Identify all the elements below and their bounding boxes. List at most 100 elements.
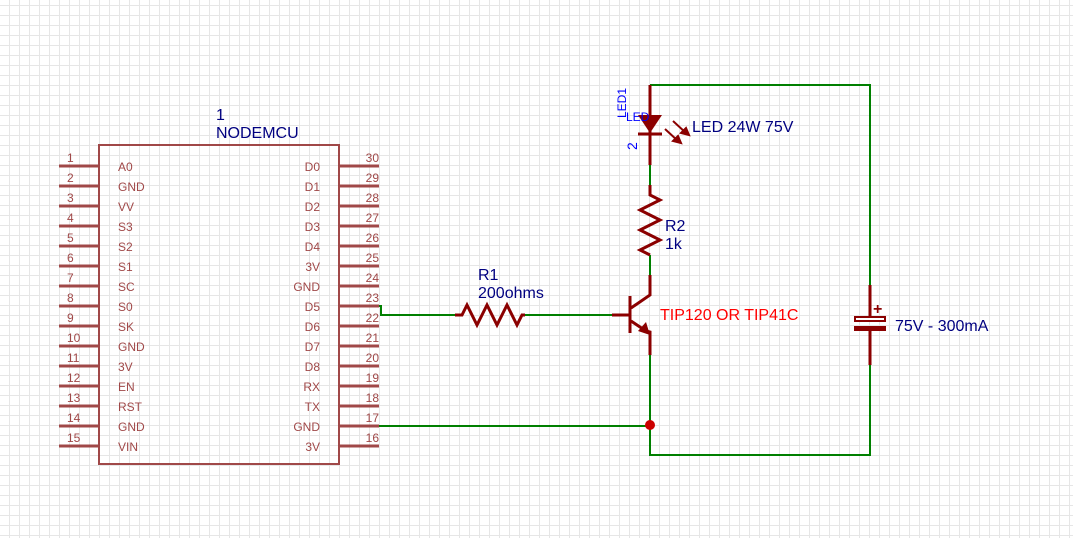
- pin-label: RST: [118, 400, 143, 414]
- pin-number: 6: [67, 251, 74, 265]
- pin-left[interactable]: 6S1: [59, 251, 133, 274]
- pin-number: 13: [67, 391, 81, 405]
- pin-label: 3V: [305, 440, 320, 454]
- pin-label: S0: [118, 300, 133, 314]
- resistor-r1[interactable]: R1 200ohms: [455, 267, 544, 329]
- pin-label: D0: [305, 160, 321, 174]
- junction-dot: [645, 420, 655, 430]
- pin-number: 16: [366, 431, 380, 445]
- led[interactable]: LED1 LED 2 LED 24W 75V: [615, 85, 794, 165]
- wire-top: [650, 84, 871, 285]
- pin-number: 19: [366, 371, 380, 385]
- pin-label: SC: [118, 280, 135, 294]
- pin-number: 2: [67, 171, 74, 185]
- pin-label: VV: [118, 200, 134, 214]
- pin-label: 3V: [305, 260, 320, 274]
- chip-name: NODEMCU: [216, 125, 299, 142]
- pin-label: TX: [305, 400, 320, 414]
- light-arrows-icon: [664, 120, 691, 145]
- pin-left[interactable]: 8S0: [59, 291, 133, 314]
- pin-number: 14: [67, 411, 81, 425]
- resistor-r2[interactable]: R2 1k: [636, 185, 686, 257]
- pin-number: 20: [366, 351, 380, 365]
- pin-left[interactable]: 7SC: [59, 271, 135, 294]
- pin-number: 18: [366, 391, 380, 405]
- pin-label: S2: [118, 240, 133, 254]
- pin-number: 29: [366, 171, 380, 185]
- wire-d5-r1: [379, 305, 455, 316]
- chip-designator: 1: [216, 107, 225, 124]
- pin-number: 22: [366, 311, 380, 325]
- supply-value: 75V - 300mA: [895, 318, 989, 335]
- polarity-plus: +: [873, 301, 882, 318]
- pin-number: 3: [67, 191, 74, 205]
- pin-label: D7: [305, 340, 321, 354]
- pin-number: 8: [67, 291, 74, 305]
- pin-left[interactable]: 3VV: [59, 191, 134, 214]
- led-value: LED 24W 75V: [692, 119, 794, 136]
- wires: [379, 84, 871, 456]
- pin-right[interactable]: 25 3V: [305, 251, 379, 274]
- pin-number: 21: [366, 331, 380, 345]
- pin-number: 17: [366, 411, 380, 425]
- pin-number: 1: [67, 151, 74, 165]
- pin-number: 12: [67, 371, 81, 385]
- pin-right[interactable]: 16 3V: [305, 431, 379, 454]
- r1-value: 200ohms: [478, 285, 544, 302]
- pin-label: GND: [118, 180, 145, 194]
- r2-name: R2: [665, 218, 686, 235]
- pin-number: 9: [67, 311, 74, 325]
- pin-label: D8: [305, 360, 321, 374]
- wire-emitter-supply: [649, 355, 871, 456]
- pin-number: 7: [67, 271, 74, 285]
- power-supply[interactable]: + 75V - 300mA: [854, 285, 989, 365]
- pin-number: 23: [366, 291, 380, 305]
- pin-label: SK: [118, 320, 134, 334]
- pin-number: 10: [67, 331, 81, 345]
- pin-number: 27: [366, 211, 380, 225]
- pin-label: GND: [293, 280, 320, 294]
- pin-label: GND: [293, 420, 320, 434]
- pin-number: 15: [67, 431, 81, 445]
- pin-label: RX: [303, 380, 320, 394]
- pin-number: 25: [366, 251, 380, 265]
- pin-number: 30: [366, 151, 380, 165]
- pin-left[interactable]: 5S2: [59, 231, 133, 254]
- emitter-arrow-icon: [638, 322, 650, 335]
- pin-left[interactable]: 1A0: [59, 151, 133, 174]
- led-label: LED: [626, 110, 650, 124]
- pin-label: D6: [305, 320, 321, 334]
- pin-label: S1: [118, 260, 133, 274]
- pin-left[interactable]: 9SK: [59, 311, 134, 334]
- pin-label: D1: [305, 180, 321, 194]
- pin-label: D5: [305, 300, 321, 314]
- pin-label: VIN: [118, 440, 138, 454]
- pin-number: 4: [67, 211, 74, 225]
- pin-number: 5: [67, 231, 74, 245]
- pin-number: 11: [67, 351, 80, 365]
- transistor[interactable]: TIP120 OR TIP41C: [612, 275, 798, 355]
- pin-label: S3: [118, 220, 133, 234]
- pin-left[interactable]: 4S3: [59, 211, 133, 234]
